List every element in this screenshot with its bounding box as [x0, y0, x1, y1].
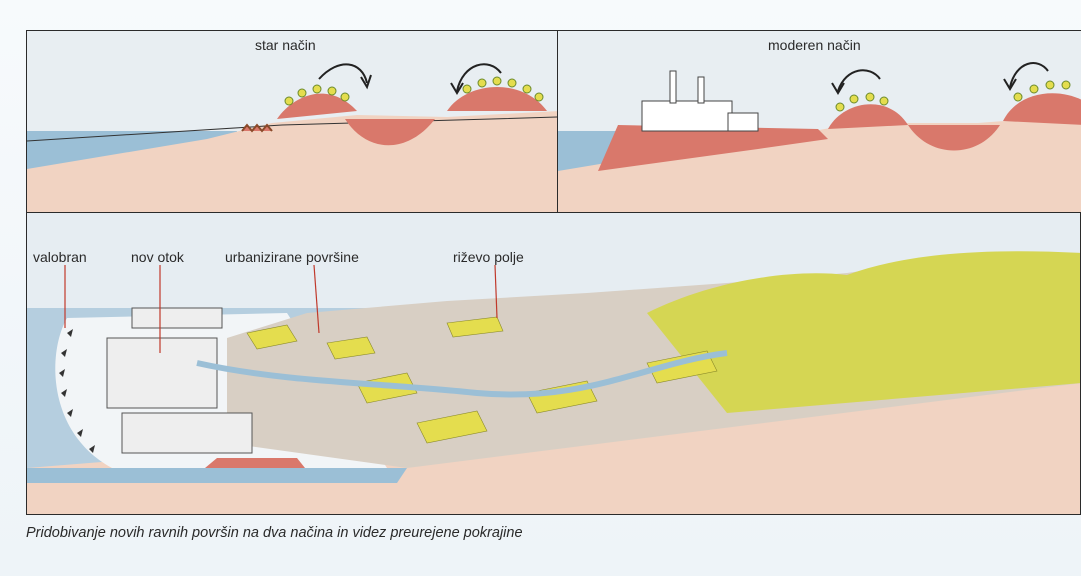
small-houses: [241, 123, 273, 133]
breakwater-label: valobran: [33, 249, 87, 265]
cut-hill-left: [277, 93, 357, 119]
factory: [641, 70, 759, 132]
ground-line: [27, 116, 557, 142]
reclaimed-land: [598, 125, 828, 171]
arrow-left: [318, 63, 368, 84]
old-method-drawing: [27, 31, 557, 213]
filled-valley: [908, 125, 1000, 151]
urbanized-areas-label: urbanizirane površine: [225, 249, 359, 265]
breakwater-teeth: [59, 329, 95, 453]
sea-strip: [27, 468, 407, 483]
old-method-panel: star način: [26, 30, 558, 214]
landscape-drawing: [27, 213, 1080, 514]
old-method-title: star način: [255, 37, 316, 53]
filled-valley: [345, 119, 435, 146]
ground: [27, 111, 557, 213]
river: [196, 350, 728, 398]
pointer-lines: [64, 264, 498, 353]
cut-hill-right: [447, 86, 547, 111]
rice-field-label: riževo polje: [453, 249, 524, 265]
shrubs: [835, 80, 1071, 112]
figure-caption: Pridobivanje novih ravnih površin na dva…: [26, 525, 523, 541]
landscape-panel: valobran nov otok urbanizirane površine …: [26, 212, 1081, 515]
new-island: [106, 307, 253, 454]
arrow-right: [456, 63, 502, 92]
hills: [647, 251, 1080, 413]
cut-hill: [828, 104, 908, 129]
new-island-label: nov otok: [131, 249, 184, 265]
arrow-left: [837, 69, 881, 92]
shrubs: [284, 76, 544, 106]
modern-method-panel: moderen način: [557, 30, 1081, 214]
cut-hill-right: [1003, 93, 1081, 125]
modern-method-drawing: [558, 31, 1081, 213]
arrow-right: [1009, 62, 1049, 88]
modern-method-title: moderen način: [768, 37, 861, 53]
